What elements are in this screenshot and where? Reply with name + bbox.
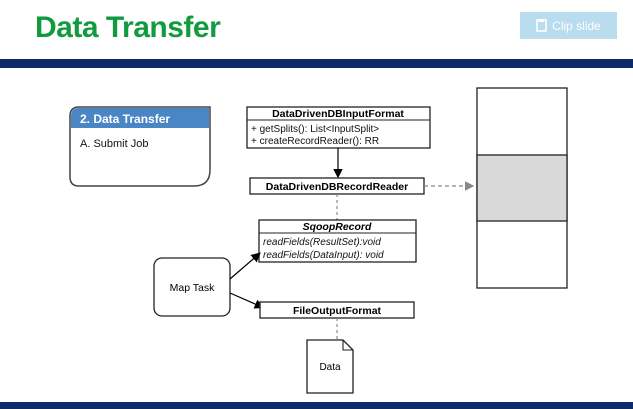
arrow-map-to-record — [229, 252, 261, 280]
footer-band — [0, 402, 633, 409]
input-format-name: DataDrivenDBInputFormat — [272, 108, 404, 120]
database-table-column — [476, 87, 568, 289]
data-file-icon: Data — [306, 339, 354, 394]
clip-slide-label: Clip slide — [552, 18, 601, 33]
sqoop-record-class-box: SqoopRecord readFields(ResultSet):void r… — [258, 219, 417, 263]
panel-item-submit-job: A. Submit Job — [80, 138, 148, 150]
record-reader-box: DataDrivenDBRecordReader — [249, 177, 425, 195]
sqoop-record-method-1: readFields(ResultSet):void — [263, 237, 381, 248]
map-task-box: Map Task — [153, 257, 231, 317]
clip-slide-button[interactable]: Clip slide — [520, 12, 617, 39]
data-file-label: Data — [319, 362, 341, 373]
arrow-map-to-output — [229, 292, 265, 309]
header-divider-band — [0, 59, 633, 68]
record-reader-name: DataDrivenDBRecordReader — [266, 181, 408, 193]
map-task-label: Map Task — [170, 282, 215, 294]
input-format-method-2: + createRecordReader(): RR — [251, 136, 379, 147]
input-format-method-1: + getSplits(): List<InputSplit> — [251, 124, 379, 135]
input-format-class-box: DataDrivenDBInputFormat + getSplits(): L… — [246, 106, 431, 149]
sqoop-record-name: SqoopRecord — [303, 221, 372, 233]
output-format-name: FileOutputFormat — [293, 305, 382, 317]
slide-title: Data Transfer — [35, 11, 221, 44]
panel-title: 2. Data Transfer — [80, 112, 170, 126]
output-format-box: FileOutputFormat — [259, 301, 415, 319]
data-transfer-panel: 2. Data Transfer A. Submit Job — [69, 106, 211, 187]
sqoop-record-method-2: readFields(DataInput): void — [263, 250, 384, 261]
clip-icon — [536, 19, 547, 32]
